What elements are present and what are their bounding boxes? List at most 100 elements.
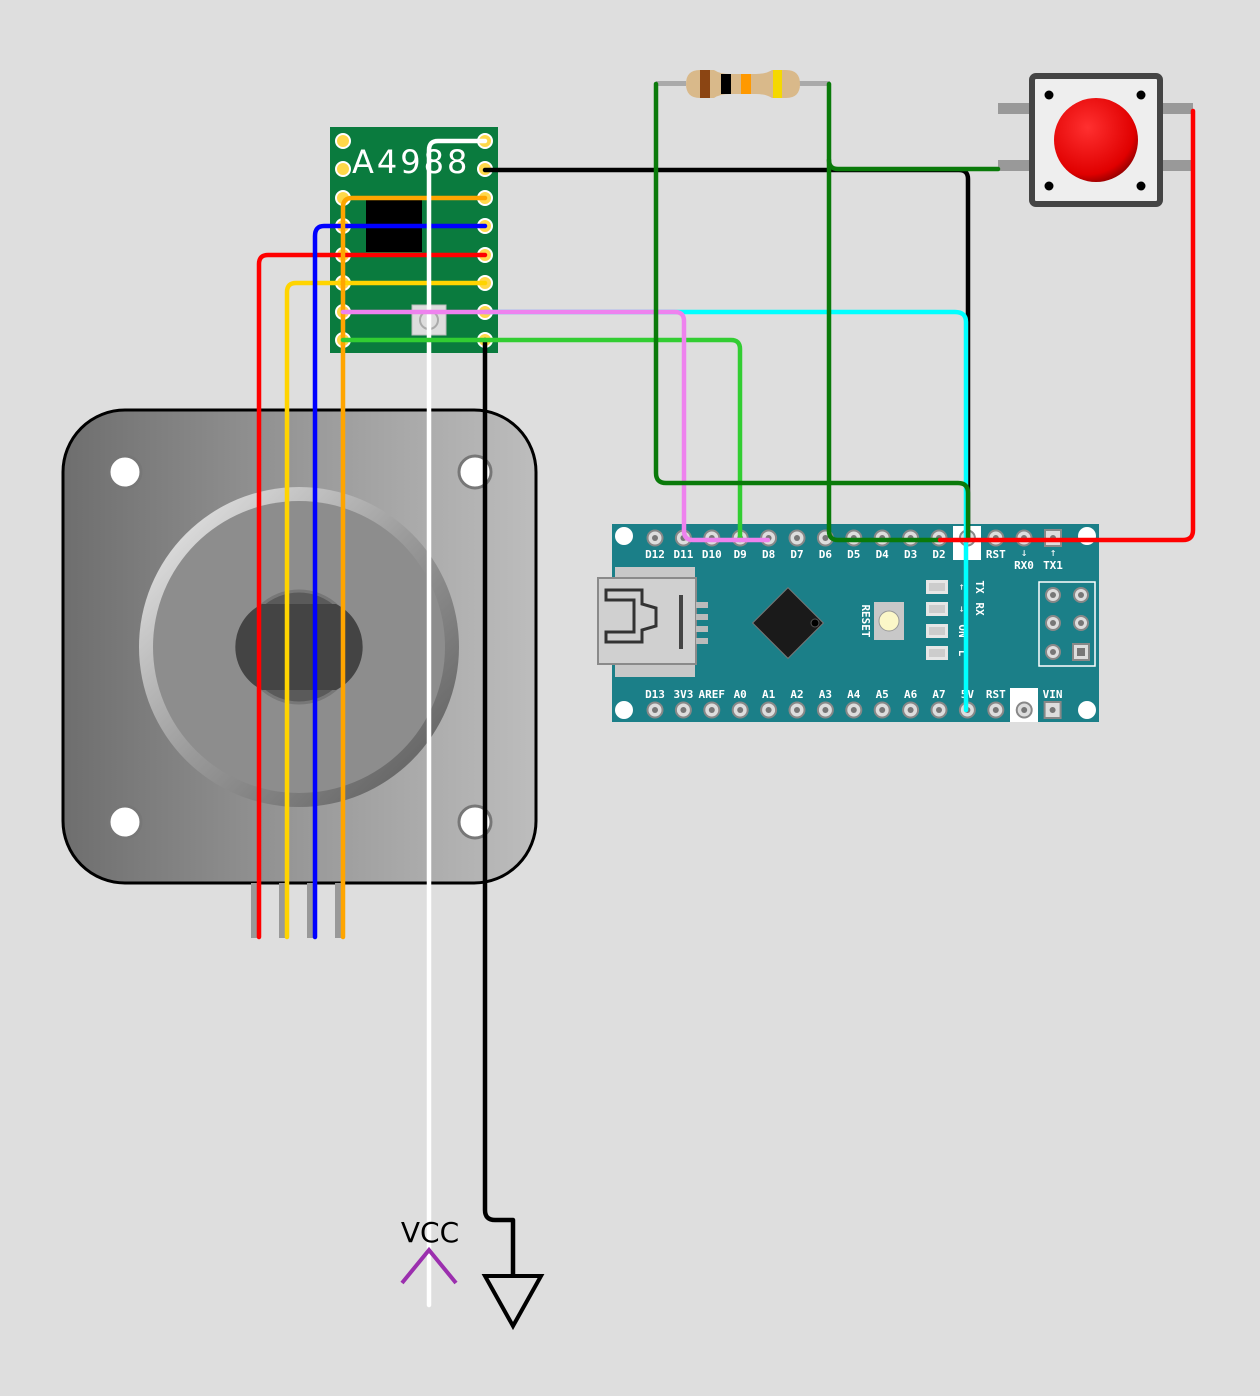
pin-label: RST: [986, 548, 1006, 561]
wire-violet-d8[interactable]: [340, 309, 771, 543]
header-pin-hole: [936, 707, 942, 713]
header-pin-hole: [992, 707, 999, 713]
pin-label: D5: [847, 548, 860, 561]
wire-cyan-5v[interactable]: [482, 309, 969, 713]
header-pin-hole: [822, 535, 829, 541]
tx1-label: TX1: [1043, 559, 1063, 572]
button-cap[interactable]: [1054, 98, 1138, 182]
header-pin-hole: [1049, 707, 1056, 713]
wire-yellow-motor[interactable]: [284, 280, 488, 940]
rx-led-label: RX: [973, 602, 986, 616]
tx-led-arrow: ←: [956, 584, 967, 590]
header-pin-hole: [879, 707, 886, 713]
wire-green-resistor-button[interactable]: [826, 81, 1001, 172]
vcc-arrow: [400, 1246, 458, 1285]
header-pin-hole: [652, 535, 658, 541]
header-pin-hole: [708, 707, 715, 713]
wire-orange-motor[interactable]: [340, 195, 488, 940]
pin-label: VIN: [1043, 688, 1063, 701]
button-dot: [1044, 181, 1054, 191]
pin-label: D8: [762, 548, 775, 561]
motor-lead: [251, 883, 257, 938]
tx-led-label: TX: [973, 580, 986, 594]
board-corner-hole: [615, 701, 633, 719]
resistor-band-gold: [773, 70, 782, 98]
rx-arrow: ↓: [1021, 546, 1028, 559]
button-dot: [1136, 90, 1146, 100]
wire-red-button[interactable]: [937, 108, 1196, 543]
reset-label: RESET: [859, 604, 872, 637]
reset-button-cap[interactable]: [878, 610, 900, 632]
resistor-band-black: [721, 74, 731, 94]
ground-symbol: [481, 1274, 545, 1331]
arduino-bottom-header: [646, 701, 1062, 719]
pin-label: A2: [790, 688, 803, 701]
wires: [256, 81, 1196, 1308]
wire-green-resistor-gnd[interactable]: [653, 81, 971, 543]
header-pin-hole: [850, 707, 857, 713]
motor-lead: [307, 883, 313, 938]
mount-hole: [107, 454, 143, 490]
pin-label: A7: [932, 688, 945, 701]
pin-label: A3: [819, 688, 832, 701]
header-pin-hole: [907, 707, 914, 713]
wire-lime-d9[interactable]: [340, 337, 743, 543]
pin-label: D7: [790, 548, 803, 561]
button-leg: [998, 103, 1032, 114]
wire-red-motor[interactable]: [256, 252, 488, 940]
pin-label: RST: [986, 688, 1006, 701]
l-led-label: L: [956, 650, 969, 657]
push-button[interactable]: [998, 73, 1193, 207]
header-pin-hole: [1021, 707, 1028, 713]
button-dot: [1136, 181, 1146, 191]
pin-label: A0: [734, 688, 747, 701]
pin-label: D2: [932, 548, 945, 561]
button-leg: [1159, 160, 1193, 171]
rx0-label: RX0: [1014, 559, 1034, 572]
tx-arrow: ↑: [1050, 546, 1057, 559]
resistor-band-orange: [741, 74, 751, 94]
stepper-motor[interactable]: [61, 408, 538, 938]
header-pin-hole: [680, 707, 687, 713]
rx-led-arrow: →: [956, 606, 967, 612]
header-pin-hole: [765, 707, 772, 713]
motor-shaft: [235, 604, 363, 690]
button-dot: [1044, 90, 1054, 100]
pin-label: D3: [904, 548, 917, 561]
mount-hole: [107, 804, 143, 840]
pin-label: A6: [904, 688, 918, 701]
usb-connector: [597, 567, 708, 677]
microcontroller-chip: [751, 586, 825, 660]
board-corner-hole: [1078, 701, 1096, 719]
button-leg: [1159, 103, 1193, 114]
pin-label: A4: [847, 688, 861, 701]
board-corner-hole: [615, 527, 633, 545]
header-pin-hole: [652, 707, 658, 713]
wire-blue-motor[interactable]: [312, 223, 488, 940]
resistor-band-brown: [700, 70, 710, 98]
icsp-header: [1038, 581, 1096, 667]
wire-white-vcc[interactable]: [426, 138, 488, 1308]
resistor-lead: [656, 81, 686, 86]
a4988-driver[interactable]: A4988: [330, 127, 498, 353]
wire-green-d6[interactable]: [826, 157, 943, 543]
pin-label: D13: [645, 688, 665, 701]
pin-label: AREF: [699, 688, 726, 701]
resistor-lead: [798, 81, 830, 86]
vcc-symbol: VCC: [400, 1216, 459, 1285]
motor-lead: [335, 883, 341, 938]
wire-black-ground[interactable]: [482, 337, 516, 1278]
button-leg: [998, 160, 1032, 171]
motor-lead: [279, 883, 285, 938]
status-leds: [926, 580, 948, 660]
pin-label: A1: [762, 688, 776, 701]
header-pin-hole: [794, 707, 800, 713]
pin-label: D6: [819, 548, 833, 561]
header-pin-hole: [794, 535, 800, 541]
board-corner-hole: [1078, 527, 1096, 545]
resistor[interactable]: [656, 70, 830, 98]
pin-label: 3V3: [673, 688, 693, 701]
